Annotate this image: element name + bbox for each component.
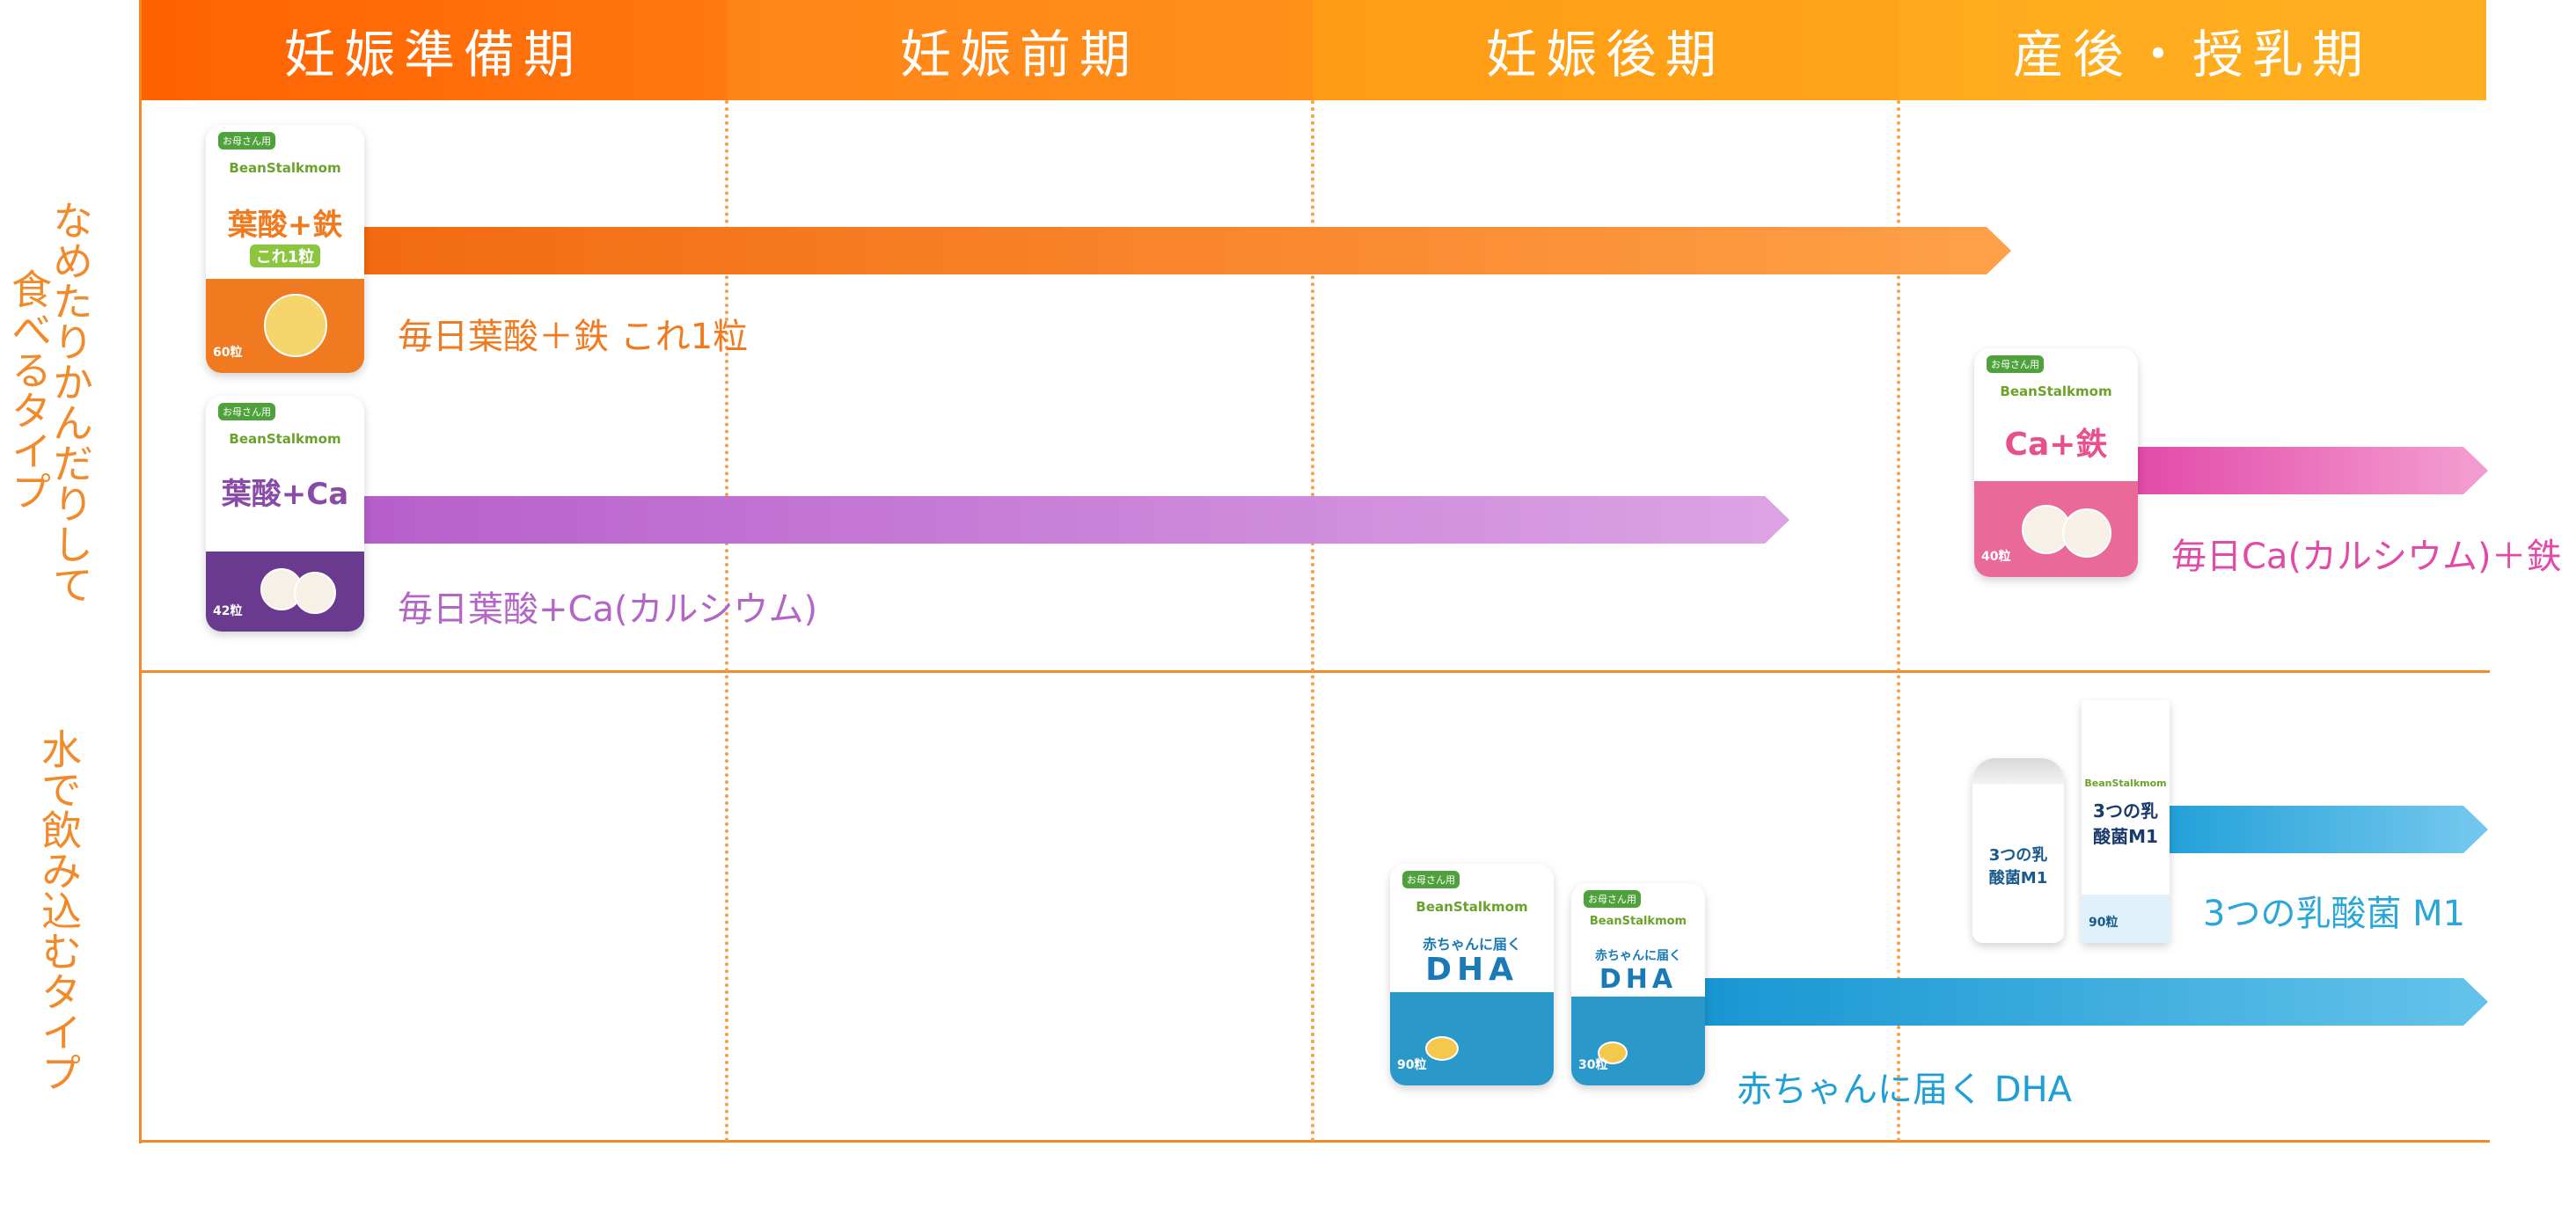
row-label-chewable-line2: 食べるタイプ	[5, 268, 53, 511]
pack-count: 60粒	[213, 346, 243, 360]
product-pack-folic-iron[interactable]: お母さん用 BeanStalkmom 葉酸+鉄 これ1粒 60粒	[206, 125, 364, 373]
pack-title: DHA	[1425, 952, 1519, 988]
pack-subtitle: 赤ちゃんに届く	[1422, 936, 1521, 953]
pack-title: 葉酸+鉄	[227, 208, 343, 243]
capsule-image	[1598, 1041, 1628, 1064]
arrow-folic-ca	[361, 496, 1789, 544]
phase-divider	[725, 100, 728, 1143]
product-label-lactic: 3つの乳酸菌 M1	[2203, 894, 2466, 934]
pack-count: 40粒	[1981, 550, 2011, 564]
pack-title: 葉酸+Ca	[221, 477, 349, 512]
product-label-folic-ca: 毎日葉酸+Ca(カルシウム)	[398, 589, 818, 630]
row-divider	[141, 670, 2490, 673]
pack-count: 90粒	[1397, 1058, 1427, 1072]
tablet-image	[264, 294, 327, 357]
phase-divider	[1311, 100, 1314, 1143]
pack-badge: お母さん用	[1987, 355, 2044, 373]
row-label-divider	[139, 0, 142, 1143]
product-pack-folic-ca[interactable]: お母さん用 BeanStalkmom 葉酸+Ca 42粒	[206, 396, 364, 632]
product-bottle-lactic[interactable]: 3つの乳酸菌M1	[1972, 758, 2064, 943]
pack-title: 3つの乳酸菌M1	[1988, 846, 2048, 888]
pack-brand: BeanStalkmom	[1589, 915, 1687, 928]
product-label-dha: 赤ちゃんに届く DHA	[1737, 1070, 2072, 1110]
pack-count: 30粒	[1578, 1058, 1608, 1072]
capsule-image	[1425, 1036, 1459, 1061]
phase-header-preconception: 妊娠準備期	[141, 0, 727, 100]
pack-title: 3つの乳酸菌M1	[2093, 800, 2158, 847]
tablet-image	[294, 572, 336, 614]
pack-badge: お母さん用	[1584, 890, 1641, 908]
arrow-lactic	[2164, 806, 2488, 853]
tablet-image	[2062, 508, 2111, 558]
product-pack-ca-iron[interactable]: お母さん用 BeanStalkmom Ca+鉄 40粒	[1974, 348, 2138, 577]
pack-brand: BeanStalkmom	[229, 160, 341, 176]
product-pack-dha-small[interactable]: お母さん用 BeanStalkmom 赤ちゃんに届く DHA 30粒	[1571, 883, 1705, 1085]
pack-title: DHA	[1599, 964, 1678, 995]
phase-header-late-pregnancy: 妊娠後期	[1313, 0, 1899, 100]
pack-brand: BeanStalkmom	[229, 431, 341, 447]
bottom-border	[141, 1140, 2490, 1143]
product-box-lactic[interactable]: BeanStalkmom 3つの乳酸菌M1 90粒	[2082, 700, 2170, 943]
pack-brand: BeanStalkmom	[1416, 899, 1528, 915]
pack-badge: お母さん用	[218, 403, 275, 420]
pack-title: Ca+鉄	[2004, 427, 2108, 463]
pack-badge: お母さん用	[218, 132, 275, 150]
product-pack-dha-large[interactable]: お母さん用 BeanStalkmom 赤ちゃんに届く DHA 90粒	[1390, 864, 1554, 1085]
pack-badge: お母さん用	[1402, 871, 1460, 888]
arrow-ca-iron	[2136, 447, 2488, 494]
phase-divider	[1897, 100, 1900, 1143]
product-label-folic-iron: 毎日葉酸＋鉄 これ1粒	[398, 317, 749, 357]
pack-brand: BeanStalkmom	[2084, 778, 2167, 789]
row-label-chewable-line1: なめたりかんだりして	[47, 200, 94, 604]
phase-header-postpartum: 産後・授乳期	[1899, 0, 2486, 100]
pack-count: 90粒	[2089, 916, 2119, 930]
pack-count: 42粒	[213, 604, 243, 618]
arrow-dha	[1703, 978, 2488, 1026]
pack-subtitle: これ1粒	[250, 245, 320, 267]
product-label-ca-iron: 毎日Ca(カルシウム)＋鉄	[2171, 537, 2562, 577]
phase-header-early-pregnancy: 妊娠前期	[727, 0, 1313, 100]
row-label-swallow: 水で飲み込むタイプ	[35, 728, 83, 1092]
pack-subtitle: 赤ちゃんに届く	[1595, 949, 1681, 963]
pack-brand: BeanStalkmom	[2000, 384, 2112, 399]
arrow-folic-iron	[361, 227, 2011, 274]
